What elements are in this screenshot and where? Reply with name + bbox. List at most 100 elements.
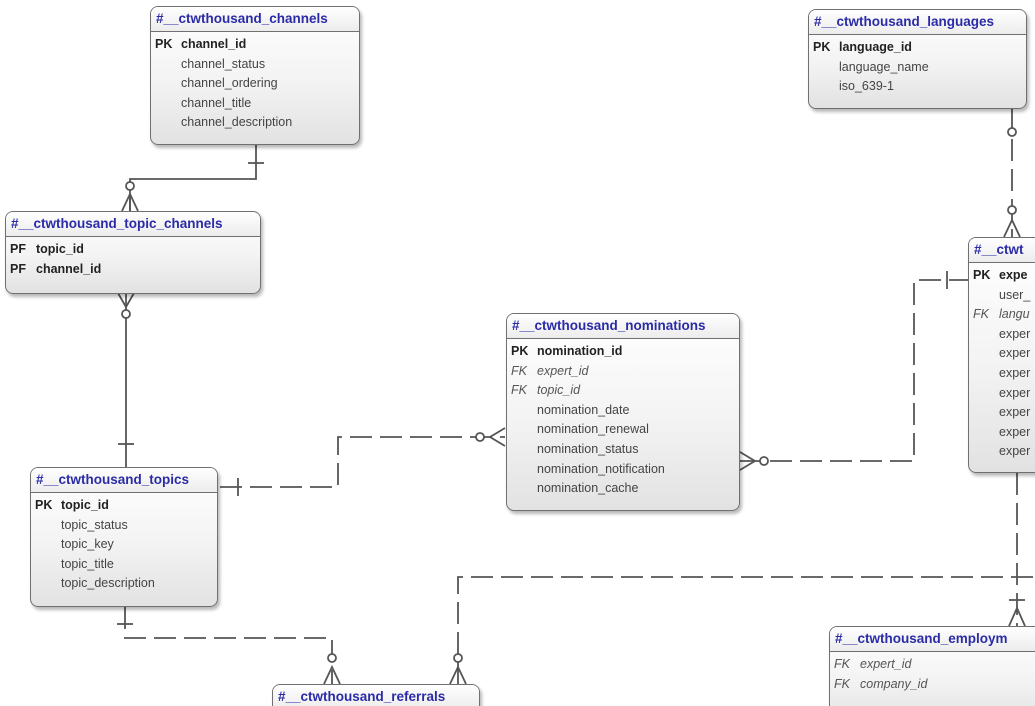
attribute-row: nomination_status [507,440,739,460]
attribute-name: channel_title [181,95,252,110]
attribute-name: expe [999,268,1028,282]
attribute-name: exper [999,444,1031,459]
entity-topics[interactable]: #__ctwthousand_topics PK topic_id topic_st… [30,467,218,607]
attribute-list: PK language_id language_name iso_639-1 [809,35,1026,101]
attribute-row: topic_title [31,555,217,575]
attribute-row: exper [969,364,1035,384]
attribute-row: nomination_renewal [507,420,739,440]
attribute-name: langu [999,307,1030,322]
attribute-row: exper [969,403,1035,423]
attribute-name: nomination_cache [537,481,639,496]
attribute-list: PK topic_id topic_status topic_key topic_tit… [31,493,217,598]
attribute-name: channel_ordering [181,76,278,91]
attribute-row: language_name [809,58,1026,78]
attribute-key: PK [973,268,991,282]
attribute-name: language_id [839,40,912,54]
attribute-name: channel_id [181,37,247,51]
attribute-row: topic_key [31,535,217,555]
attribute-row: topic_description [31,574,217,594]
attribute-key: PF [10,261,26,276]
entity-title: #__ctwthousand_referrals [273,685,479,706]
attribute-name: exper [999,424,1031,439]
attribute-row: FK expert_id [830,655,1035,675]
attribute-key: FK [973,307,989,322]
attribute-name: company_id [860,676,928,691]
entity-title: #__ctwt [969,238,1035,263]
attribute-name: exper [999,326,1031,341]
attribute-row: channel_title [151,94,359,114]
attribute-row: exper [969,344,1035,364]
attribute-name: user_ [999,287,1031,302]
entity-title: #__ctwthousand_employm [830,627,1035,652]
attribute-key: PF [10,242,26,256]
attribute-name: exper [999,346,1031,361]
rel-topics-nominations [220,436,505,488]
attribute-row: FK expert_id [507,362,739,382]
attribute-row: PF channel_id [6,260,260,280]
entity-referrals[interactable]: #__ctwthousand_referrals [272,684,480,706]
attribute-row: topic_status [31,516,217,536]
attribute-row: channel_status [151,55,359,75]
attribute-name: exper [999,365,1031,380]
attribute-name: exper [999,385,1031,400]
attribute-key: PK [813,40,831,54]
attribute-name: topic_status [61,517,128,532]
attribute-name: topic_id [36,242,84,256]
attribute-name: topic_description [61,576,155,591]
attribute-name: channel_status [181,56,266,71]
rel-channels-topic-channels [129,145,257,211]
attribute-name: exper [999,405,1031,420]
attribute-name: channel_id [36,261,102,276]
rel-referrals-experts [457,576,1035,684]
attribute-row: iso_639-1 [809,77,1026,97]
attribute-row: nomination_date [507,401,739,421]
entity-topic-channels[interactable]: #__ctwthousand_topic_channels PF topic_id… [5,211,261,294]
attribute-key: FK [834,657,850,671]
attribute-list: PK expe user_ FK langu exper exper exper exper ex… [969,263,1035,466]
attribute-row: exper [969,423,1035,443]
attribute-key: FK [834,676,850,691]
entity-title: #__ctwthousand_topic_channels [6,212,260,237]
attribute-name: nomination_notification [537,461,665,476]
attribute-key: FK [511,363,527,378]
attribute-row: exper [969,325,1035,345]
attribute-key: PK [511,344,529,358]
attribute-row: channel_ordering [151,74,359,94]
attribute-row: PK topic_id [31,496,217,516]
attribute-name: nomination_date [537,402,630,417]
attribute-row: FK langu [969,305,1035,325]
attribute-row: PK nomination_id [507,342,739,362]
attribute-name: expert_id [860,657,912,671]
attribute-name: expert_id [537,363,589,378]
attribute-row: exper [969,442,1035,462]
attribute-name: topic_key [61,537,114,552]
attribute-key: PK [35,498,53,512]
attribute-name: nomination_renewal [537,422,649,437]
attribute-name: channel_description [181,115,293,130]
attribute-row: PF topic_id [6,240,260,260]
attribute-row: PK expe [969,266,1035,286]
attribute-name: language_name [839,59,929,74]
entity-title: #__ctwthousand_topics [31,468,217,493]
attribute-name: iso_639-1 [839,79,894,94]
attribute-name: nomination_id [537,344,623,358]
attribute-row: FK company_id [830,675,1035,695]
attribute-row: user_ [969,286,1035,306]
attribute-row: channel_description [151,113,359,133]
attribute-row: nomination_cache [507,479,739,499]
attribute-row: nomination_notification [507,460,739,480]
attribute-name: topic_id [61,498,109,512]
attribute-row: exper [969,384,1035,404]
entity-experts[interactable]: #__ctwt PK expe user_ FK langu exper exper expe… [968,237,1035,473]
